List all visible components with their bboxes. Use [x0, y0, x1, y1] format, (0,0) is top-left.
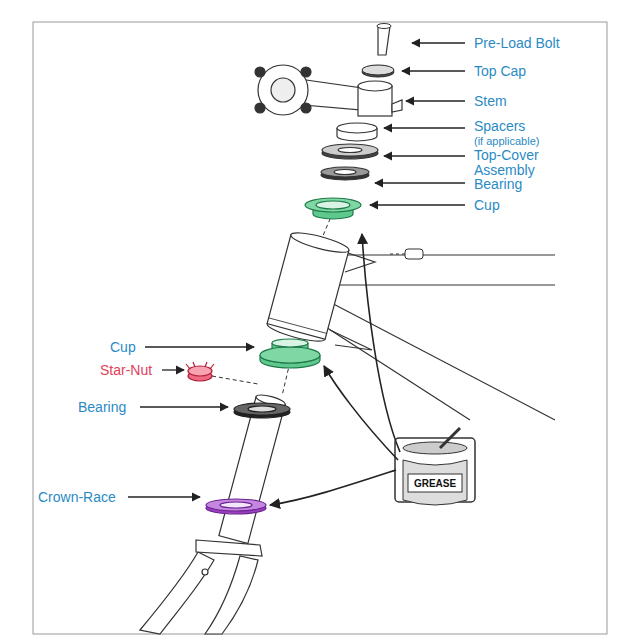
head-tube [266, 229, 351, 345]
part-label: Cup [474, 198, 500, 213]
star-nut [186, 362, 214, 381]
part-label: Bearing [78, 400, 126, 415]
part-label: Stem [474, 94, 507, 109]
stem [255, 65, 402, 116]
pre-load-bolt [377, 24, 391, 56]
lower-cup [260, 339, 320, 368]
part-label: Bearing [474, 177, 522, 192]
top-cover-assembly [322, 144, 378, 159]
assembly-axis [212, 212, 333, 396]
part-label: Cup [110, 340, 136, 355]
frame-border [33, 22, 607, 634]
part-label: Crown-Race [38, 490, 116, 505]
leader-arrow [128, 43, 465, 497]
spacer [337, 123, 377, 141]
top-bearing [321, 167, 369, 180]
bike-frame [318, 252, 555, 420]
fork-crown [140, 540, 262, 634]
top-cap [362, 65, 394, 77]
part-label: Top Cap [474, 64, 526, 79]
part-label: Star-Nut [100, 363, 152, 378]
part-label: Pre-Load Bolt [474, 36, 560, 51]
part-note: (if applicable) [474, 135, 539, 147]
crown-race [206, 499, 266, 514]
can-label: GREASE [414, 476, 456, 491]
part-label: Spacers [474, 119, 525, 134]
part-label: Top-Cover Assembly [474, 148, 564, 178]
lower-bearing [234, 403, 290, 418]
grease-can [395, 428, 475, 505]
top-cup [305, 198, 361, 219]
cable-stop [390, 249, 423, 259]
grease-arrow [270, 234, 400, 505]
